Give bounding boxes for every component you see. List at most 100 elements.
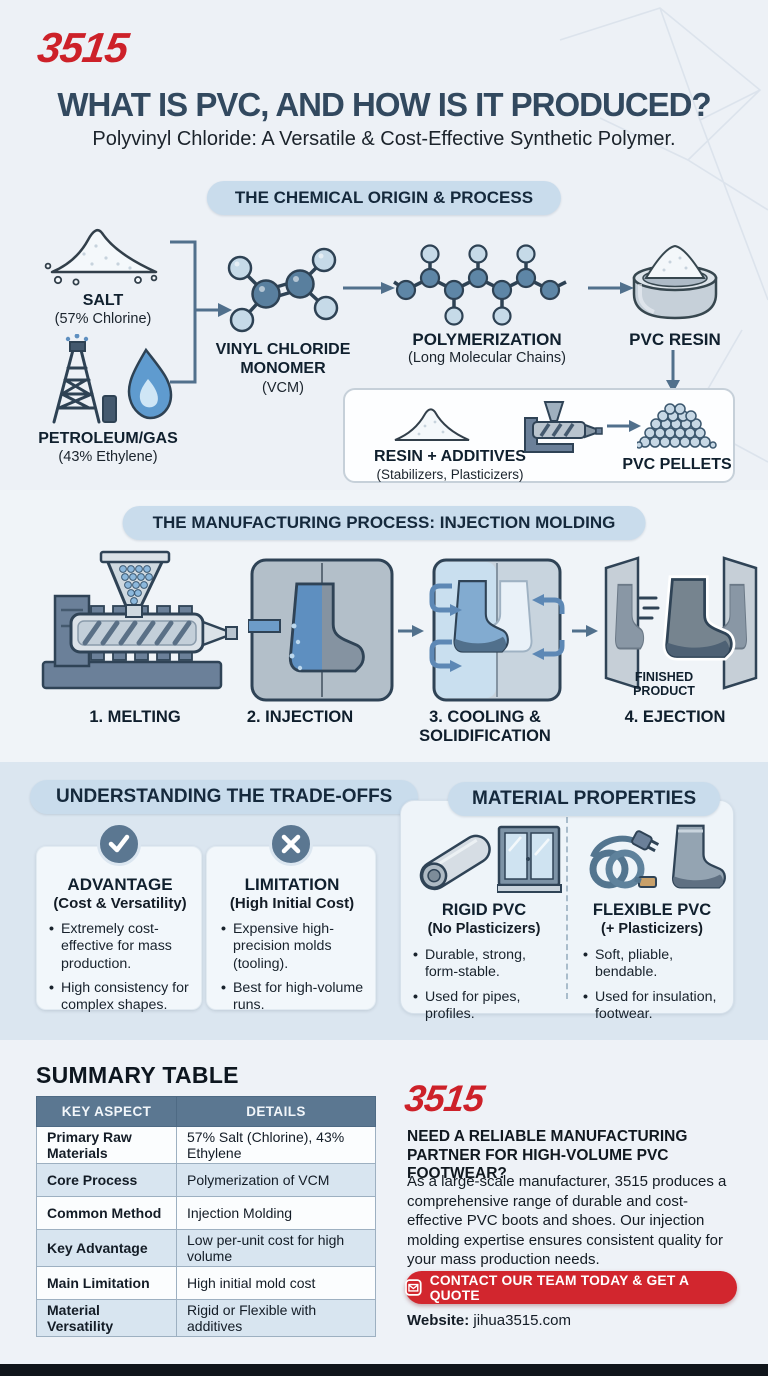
- website-label: Website:: [407, 1312, 470, 1329]
- cable-plug-icon: [589, 830, 660, 889]
- rigid-bullet: Durable, strong, form-stable.: [413, 947, 561, 982]
- rigid-bullet: Used for pipes, profiles.: [413, 989, 561, 1024]
- polymerization-sublabel: (Long Molecular Chains): [408, 350, 566, 366]
- petroleum-label: PETROLEUM/GAS: [38, 430, 178, 447]
- flexible-subtitle: (+ Plasticizers): [601, 921, 703, 937]
- cooling-mold-illustration: [429, 558, 565, 702]
- summary-table-heading: SUMMARY TABLE: [36, 1062, 239, 1088]
- petroleum-gas-icon: [52, 334, 173, 424]
- material-properties-card: RIGID PVC (No Plasticizers) Durable, str…: [400, 800, 734, 1022]
- arrow-resin-to-pellets: [666, 350, 680, 393]
- step-label-cooling: 3. COOLING & SOLIDIFICATION: [419, 708, 551, 746]
- cta-heading: NEED A RELIABLE MANUFACTURING PARTNER FO…: [407, 1128, 688, 1183]
- row-aspect: Material Versatility: [36, 1299, 177, 1337]
- website-line: Website: jihua3515.com: [407, 1312, 571, 1329]
- additives-sublabel: (Stabilizers, Plasticizers): [376, 467, 524, 482]
- limitation-bullet: Expensive high-precision molds (tooling)…: [221, 921, 369, 973]
- page-subtitle: Polyvinyl Chloride: A Versatile & Cost-E…: [92, 128, 676, 150]
- row-aspect: Primary Raw Materials: [36, 1126, 177, 1164]
- arrow-extruder-to-pellets: [607, 420, 641, 432]
- cta-brand-logo: 3515: [402, 1078, 487, 1119]
- summary-table: KEY ASPECT DETAILS Primary Raw Materials…: [36, 1096, 376, 1337]
- step-label-injection: 2. INJECTION: [246, 708, 354, 726]
- row-aspect: Main Limitation: [36, 1266, 177, 1300]
- row-detail: Rigid or Flexible with additives: [176, 1299, 376, 1337]
- row-detail: High initial mold cost: [176, 1266, 376, 1300]
- rigid-subtitle: (No Plasticizers): [427, 921, 541, 937]
- row-aspect: Core Process: [36, 1163, 177, 1197]
- arrow-step2-to-step3: [398, 625, 424, 637]
- summary-col-details: DETAILS: [176, 1096, 376, 1127]
- compounding-box: RESIN + ADDITIVES (Stabilizers, Plastici…: [343, 388, 735, 483]
- vcm-molecule-icon: [227, 247, 339, 333]
- limitation-bullet: Best for high-volume runs.: [221, 980, 369, 1015]
- pvc-resin-bowl-icon: [632, 244, 718, 320]
- properties-divider: [566, 817, 568, 999]
- pipe-icon: [419, 834, 491, 891]
- arrow-vcm-to-polymerization: [343, 282, 395, 294]
- vcm-label-line1: VINYL CHLORIDE: [215, 341, 351, 358]
- row-aspect: Key Advantage: [36, 1229, 177, 1267]
- ejection-illustration: [604, 556, 758, 690]
- vcm-label-line2: MONOMER: [240, 360, 326, 377]
- advantage-subtitle: (Cost & Versatility): [53, 895, 187, 912]
- window-icon: [497, 825, 562, 893]
- row-detail: Low per-unit cost for high volume: [176, 1229, 376, 1267]
- injection-mold-illustration: [248, 558, 394, 702]
- salt-pile-icon: [44, 228, 158, 286]
- section-heading-properties: MATERIAL PROPERTIES: [448, 782, 721, 816]
- flexible-bullet: Soft, pliable, bendable.: [583, 947, 731, 982]
- melting-machine-illustration: [41, 550, 238, 690]
- vcm-sublabel: (VCM): [262, 380, 304, 396]
- section-heading-manufacturing: THE MANUFACTURING PROCESS: INJECTION MOL…: [122, 506, 646, 540]
- limitation-card: LIMITATION (High Initial Cost) Expensive…: [206, 846, 376, 1013]
- page-title: WHAT IS PVC, AND HOW IS IT PRODUCED?: [57, 86, 711, 123]
- finished-product-label: FINISHED PRODUCT: [633, 670, 695, 698]
- additives-label: RESIN + ADDITIVES: [374, 448, 526, 465]
- limitation-title: LIMITATION: [244, 875, 340, 894]
- arrow-step3-to-step4: [572, 625, 598, 637]
- check-circle-icon: [97, 822, 141, 866]
- salt-label: SALT: [82, 292, 124, 309]
- flexible-bullet: Used for insulation, footwear.: [583, 989, 731, 1024]
- footer-bar: [0, 1364, 768, 1376]
- pvc-pellets-label: PVC PELLETS: [622, 456, 732, 473]
- mini-extruder-icon: [524, 401, 603, 453]
- brand-logo: 3515: [34, 24, 131, 71]
- polymerization-label: POLYMERIZATION: [412, 330, 562, 349]
- pvc-pellets-pile-icon: [637, 403, 717, 449]
- section-heading-chemical: THE CHEMICAL ORIGIN & PROCESS: [206, 181, 562, 215]
- flexible-boot-icon: [671, 824, 726, 889]
- salt-sublabel: (57% Chlorine): [54, 311, 152, 327]
- petroleum-sublabel: (43% Ethylene): [58, 449, 158, 465]
- resin-powder-pile-icon: [394, 408, 470, 441]
- summary-col-key-aspect: KEY ASPECT: [36, 1096, 177, 1127]
- contact-button[interactable]: CONTACT OUR TEAM TODAY & GET A QUOTE: [405, 1271, 737, 1304]
- website-url[interactable]: jihua3515.com: [473, 1312, 571, 1329]
- advantage-bullet: High consistency for complex shapes.: [49, 980, 195, 1015]
- advantage-bullet: Extremely cost-effective for mass produc…: [49, 921, 195, 973]
- advantage-title: ADVANTAGE: [67, 875, 173, 894]
- pvc-resin-label: PVC RESIN: [629, 330, 721, 349]
- row-detail: Injection Molding: [176, 1196, 376, 1230]
- advantage-card: ADVANTAGE (Cost & Versatility) Extremely…: [36, 846, 202, 1013]
- x-circle-icon: [269, 822, 313, 866]
- step-label-ejection: 4. EJECTION: [624, 708, 726, 726]
- merge-connector-arrow: [170, 240, 232, 384]
- polymer-chain-icon: [393, 244, 567, 326]
- arrow-polymerization-to-resin: [588, 282, 634, 294]
- step-label-melting: 1. MELTING: [89, 708, 181, 726]
- contact-button-label: CONTACT OUR TEAM TODAY & GET A QUOTE: [429, 1272, 689, 1303]
- cta-body-text: As a large-scale manufacturer, 3515 prod…: [407, 1173, 727, 1268]
- row-aspect: Common Method: [36, 1196, 177, 1230]
- limitation-subtitle: (High Initial Cost): [229, 895, 355, 912]
- rigid-title: RIGID PVC: [441, 901, 527, 919]
- row-detail: 57% Salt (Chlorine), 43% Ethylene: [176, 1126, 376, 1164]
